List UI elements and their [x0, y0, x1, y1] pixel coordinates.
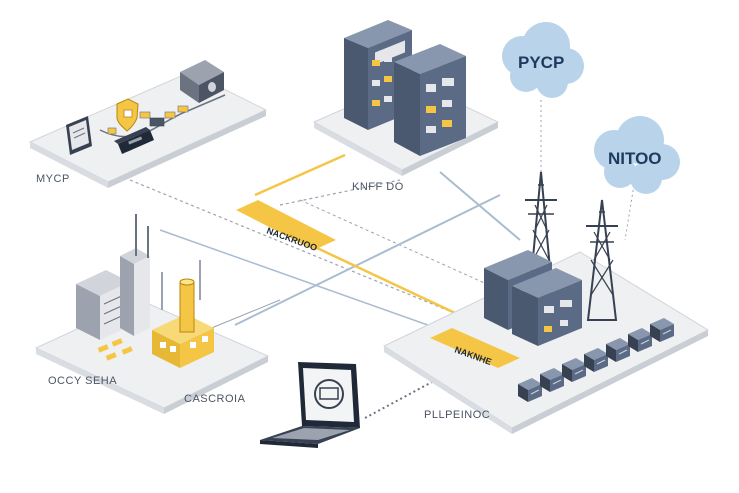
battery-icon [562, 358, 586, 382]
module-icon [97, 338, 133, 361]
top-left-platform-label: MYCP [36, 173, 70, 185]
left-platform [34, 214, 270, 414]
laptop-caption: PLLPEINOC [424, 409, 490, 421]
battery-icon [650, 318, 674, 342]
blue-link [234, 194, 501, 326]
cloud-icon [594, 116, 680, 194]
yellow-link [299, 238, 471, 322]
dashed-link [279, 179, 401, 206]
cloud-link [624, 184, 635, 241]
module-icon [107, 105, 189, 135]
server-icon [512, 268, 582, 346]
battery-icon [540, 368, 564, 392]
cloud-a-label: PYCP [518, 53, 564, 72]
cloud-icon [502, 22, 584, 98]
factory-icon [152, 278, 214, 368]
dashed-link [129, 179, 521, 341]
right-tag [430, 328, 520, 368]
yellow-link [254, 153, 346, 197]
battery-icon [584, 348, 608, 372]
top-left-platform [28, 60, 268, 188]
battery-icon [628, 328, 652, 352]
battery-row [518, 318, 674, 402]
tablet-icon [66, 116, 92, 155]
battery-icon [606, 338, 630, 362]
server-icon [394, 44, 466, 156]
left-platform-label-left: OCCY SEHA [48, 375, 117, 387]
left-platform-label-right: CASCROIA [184, 393, 246, 405]
shield-icon [116, 98, 139, 132]
server-icon [344, 20, 412, 130]
transmission-tower-icon [586, 199, 618, 321]
battery-icon [114, 127, 154, 154]
generator-icon [180, 60, 224, 103]
server-platform-label: KNFF DO [352, 181, 404, 193]
cloud-b-label: NITOO [608, 149, 662, 168]
blue-link [159, 229, 471, 341]
middle-tag [236, 200, 336, 250]
blue-link [439, 171, 521, 241]
laptop-icon [260, 362, 360, 448]
server-platform [312, 20, 500, 176]
connection-lines [129, 100, 635, 419]
battery-icon [518, 378, 542, 402]
tower-building-icon [120, 214, 150, 336]
